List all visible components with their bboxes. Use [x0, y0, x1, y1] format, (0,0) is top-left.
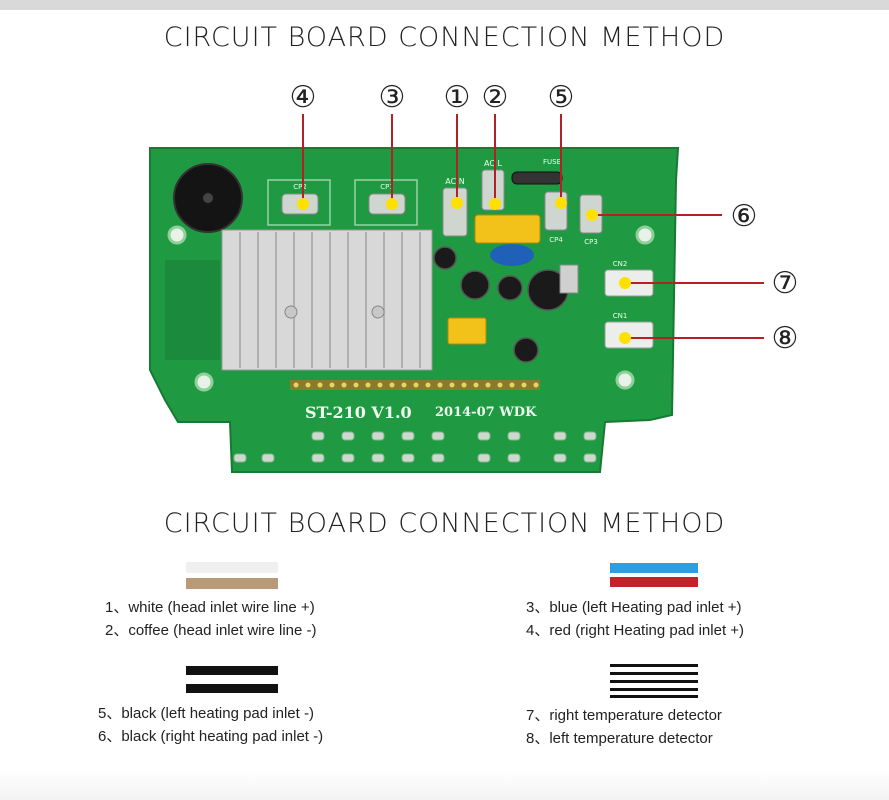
marker-1: ① [444, 80, 471, 115]
connection-dots [297, 197, 631, 344]
top-gray-bar [0, 0, 889, 10]
ac-l-label: AC L [484, 159, 502, 168]
blue-capacitor [490, 244, 534, 266]
legend-group-3: 5、black (left heating pad inlet -) 6、bla… [98, 702, 323, 748]
legend-item-2: 2、coffee (head inlet wire line -) [105, 622, 317, 639]
bottom-solder-pads [233, 431, 597, 463]
marker-3: ③ [379, 80, 406, 115]
legend-group-1: 1、white (head inlet wire line +) 2、coffe… [105, 596, 317, 642]
marker-8: ⑧ [772, 321, 799, 356]
transformer [447, 317, 487, 345]
bottom-fade [0, 770, 889, 800]
cn2-label: CN2 [613, 260, 628, 268]
resistor [559, 264, 579, 294]
cp3-label: CP3 [584, 238, 598, 246]
legend-item-3: 3、blue (left Heating pad inlet +) [526, 599, 742, 616]
blue-red-wire-swatch [610, 563, 698, 587]
fuse-label: FUSE [543, 158, 561, 166]
pointer-lines [302, 114, 764, 339]
legend-item-7: 7、right temperature detector [526, 707, 722, 724]
board-date-text: 2014-07 WDK [435, 405, 537, 420]
marker-7: ⑦ [772, 266, 799, 301]
heatsink [221, 229, 433, 371]
black-wire-swatch [186, 666, 278, 693]
legend-item-5: 5、black (left heating pad inlet -) [98, 705, 314, 722]
legend-item-4: 4、red (right Heating pad inlet +) [526, 622, 745, 639]
board-model-text: ST-210 V1.0 [305, 403, 412, 422]
fuse [511, 171, 563, 185]
pcb-trace-area [165, 260, 220, 360]
ac-n-terminal [442, 187, 468, 237]
circuit-board-svg: CP2 CP1 AC N AC L FUSE CP4 CP3 CN2 CN1 [149, 80, 799, 473]
cp1-box [354, 179, 418, 226]
page-title-bottom: CIRCUIT BOARD CONNECTION METHOD [163, 508, 726, 539]
cp4-label: CP4 [549, 236, 563, 244]
yellow-capacitor [474, 214, 541, 244]
pin-header-pins [293, 382, 539, 388]
legend-group-2: 3、blue (left Heating pad inlet +) 4、red … [526, 596, 744, 642]
marker-4: ④ [290, 80, 317, 115]
legend-item-1: 1、white (head inlet wire line +) [105, 599, 315, 616]
cp2-label: CP2 [293, 183, 307, 191]
cp2-box [267, 179, 331, 226]
marker-2: ② [482, 80, 509, 115]
marker-5: ⑤ [548, 80, 575, 115]
electrolytic-capacitors [433, 246, 569, 363]
marker-6: ⑥ [731, 199, 758, 234]
mounting-holes [167, 225, 655, 392]
detector-wire-swatch [610, 664, 698, 698]
legend-item-8: 8、left temperature detector [526, 730, 713, 747]
ac-n-label: AC N [445, 177, 464, 186]
legend-item-6: 6、black (right heating pad inlet -) [98, 728, 324, 745]
page-title-top: CIRCUIT BOARD CONNECTION METHOD [163, 22, 726, 53]
cp1-label: CP1 [380, 183, 394, 191]
cn1-label: CN1 [613, 312, 628, 320]
circuit-board-figure: CP2 CP1 AC N AC L FUSE CP4 CP3 CN2 CN1 [0, 70, 889, 490]
legend-group-4: 7、right temperature detector 8、left temp… [526, 704, 722, 750]
white-coffee-wire-swatch [186, 562, 278, 589]
